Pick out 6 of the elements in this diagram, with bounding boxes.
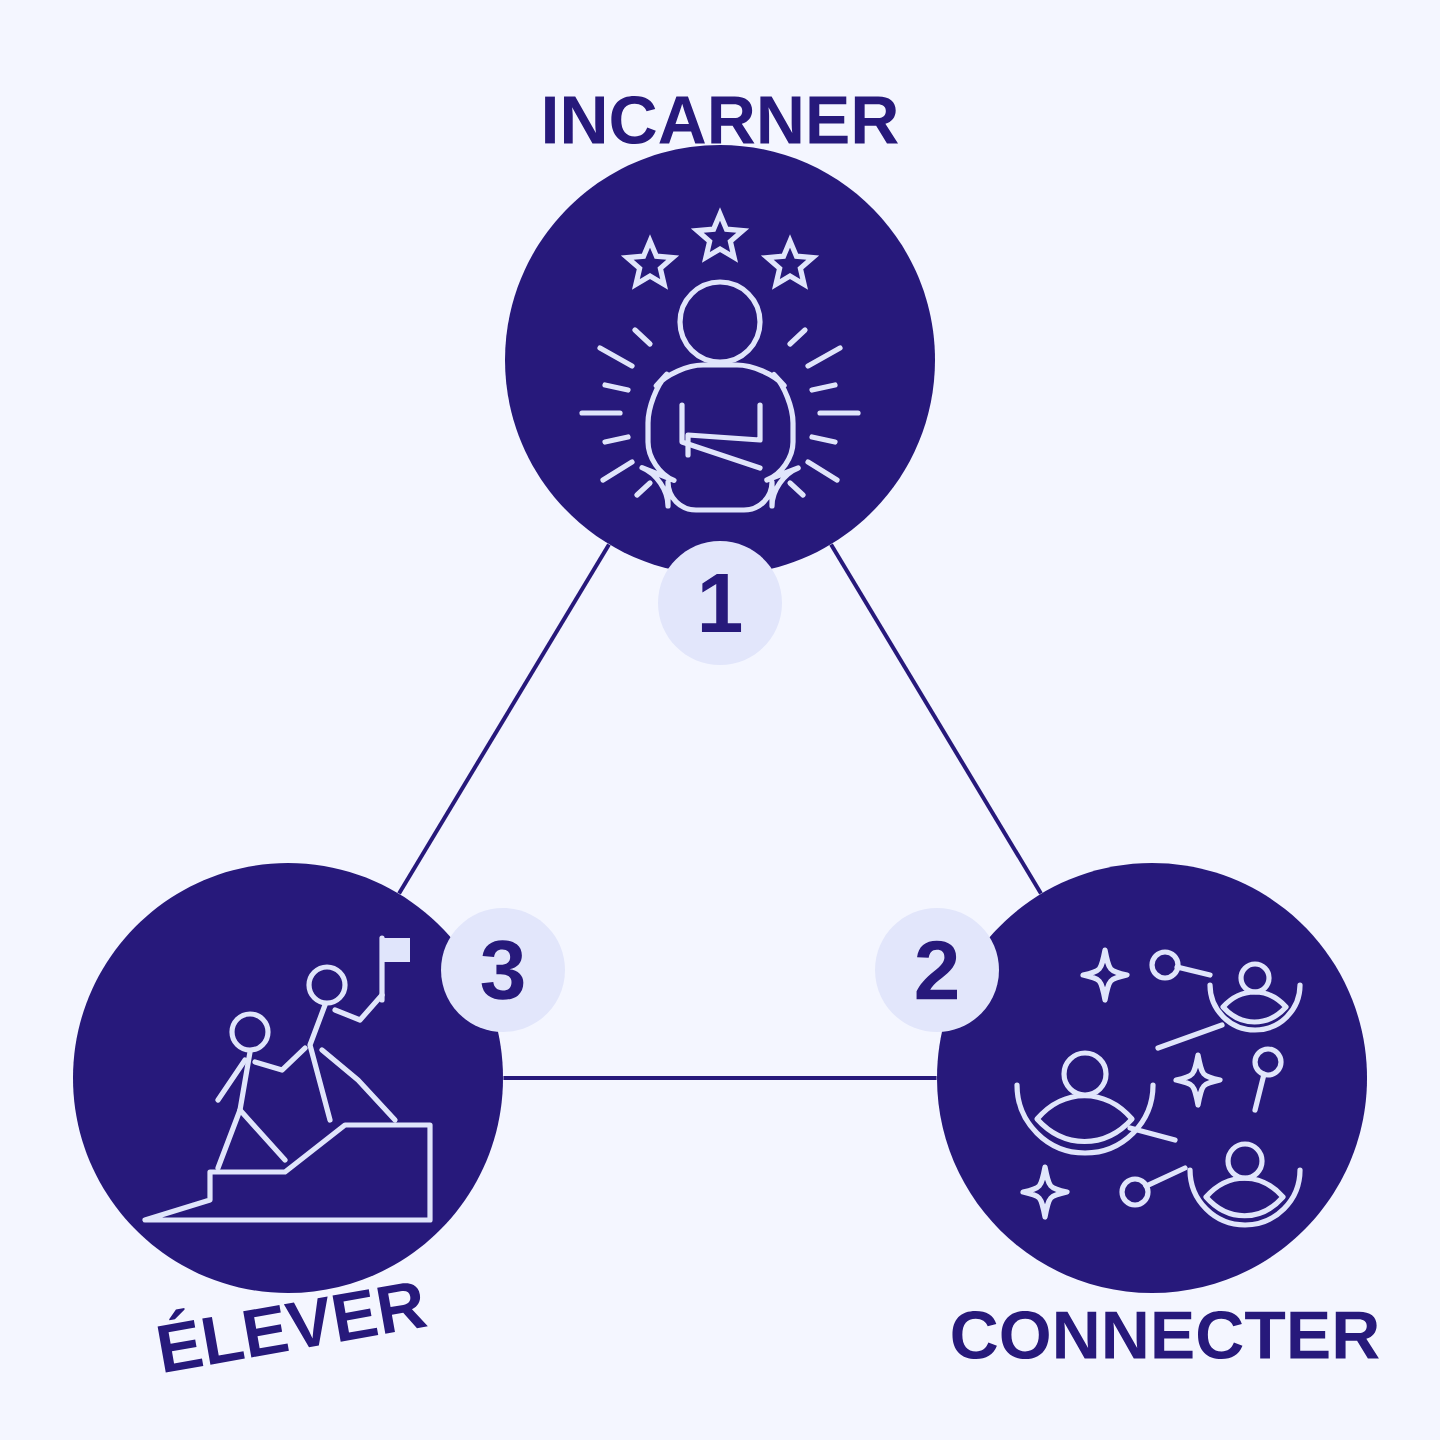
number-badge: 3 bbox=[441, 908, 565, 1032]
node-label: CONNECTER bbox=[952, 1310, 1379, 1360]
node-label: INCARNER bbox=[545, 95, 899, 145]
number-badge: 1 bbox=[658, 541, 782, 665]
number-badge: 2 bbox=[875, 908, 999, 1032]
node-label: ÉLEVER bbox=[157, 1283, 428, 1373]
